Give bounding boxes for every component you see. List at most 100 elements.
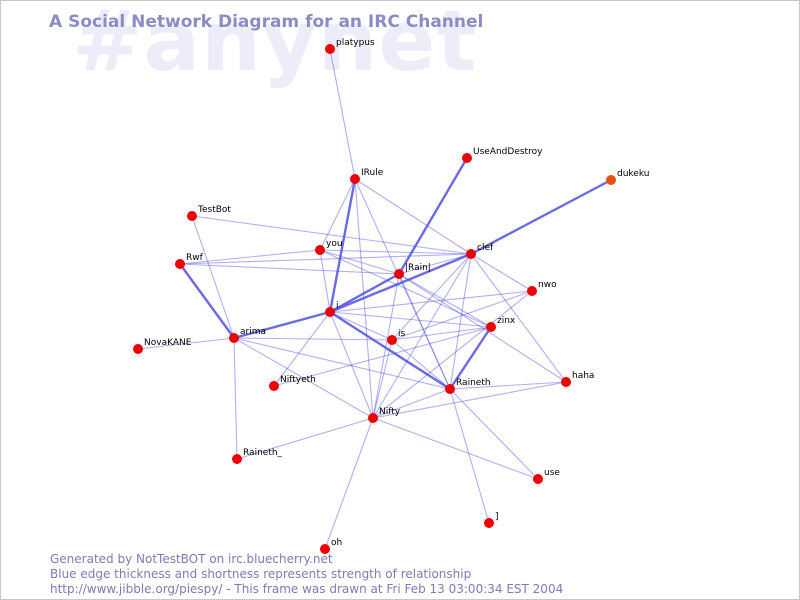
edge-irain-haha xyxy=(398,273,567,383)
node-label-irule: IRule xyxy=(361,168,384,178)
node-label-zinx: zinx xyxy=(497,316,516,326)
node-dot-nifty xyxy=(368,413,378,423)
edge-rwf-arima xyxy=(179,263,235,339)
node-label-testbot: TestBot xyxy=(197,205,231,215)
edge-clef-is xyxy=(391,253,472,341)
edge-raineth-use xyxy=(449,388,539,480)
edge-zinx-raineth xyxy=(448,326,493,390)
node-dot-zinx xyxy=(486,322,496,332)
node-label-bracket: ] xyxy=(495,512,499,522)
edge-i-arima xyxy=(233,310,331,340)
node-label-niftyeth: Niftyeth xyxy=(280,375,316,385)
node-i: i xyxy=(325,301,339,317)
node-dot-irule xyxy=(350,174,360,184)
node-arima: arima xyxy=(229,327,266,343)
edge-rwf-clef xyxy=(179,253,472,265)
node-rwf: Rwf xyxy=(175,253,204,269)
edge-nifty-raineth_ xyxy=(236,417,374,460)
edge-clef-irain xyxy=(398,253,472,275)
edge-clef-nifty xyxy=(372,253,472,419)
node-label-you: you xyxy=(326,239,343,249)
edge-irule-raineth xyxy=(354,178,451,390)
node-dot-irain xyxy=(394,269,404,279)
edge-irule-you xyxy=(319,178,356,251)
node-raineth: Raineth xyxy=(445,378,491,394)
node-dot-useanddestroy xyxy=(462,153,472,163)
node-label-clef: clef xyxy=(477,243,494,253)
edge-i-nifty xyxy=(329,311,374,419)
node-haha: haha xyxy=(561,371,594,387)
edge-clef-i xyxy=(329,252,472,314)
node-bracket: ] xyxy=(484,512,499,528)
edge-is-nifty xyxy=(372,339,393,419)
edge-you-clef xyxy=(319,249,472,255)
node-label-raineth_: Raineth_ xyxy=(243,448,283,458)
footer: Generated by NotTestBOT on irc.bluecherr… xyxy=(50,552,563,597)
edge-haha-clef xyxy=(470,253,567,383)
edge-you-i xyxy=(319,249,331,313)
node-dot-is xyxy=(387,335,397,345)
node-clef: clef xyxy=(466,243,494,259)
edge-irule-clef xyxy=(354,178,472,255)
channel-watermark: #anynet xyxy=(72,0,478,90)
node-dot-arima xyxy=(229,333,239,343)
edge-is-nwo xyxy=(391,290,533,341)
node-dot-i xyxy=(325,307,335,317)
edge-useanddestroy-irain xyxy=(397,157,469,275)
node-label-platypus: platypus xyxy=(336,38,375,48)
node-label-novakane: NovaKANE xyxy=(144,338,192,348)
node-dot-platypus xyxy=(325,44,335,54)
edge-irule-i xyxy=(328,178,357,313)
edge-nifty-use xyxy=(372,417,539,480)
edge-raineth-bracket xyxy=(449,388,490,524)
edge-you-irain xyxy=(319,249,400,275)
edge-testbot-arima xyxy=(191,215,235,339)
node-dot-niftyeth xyxy=(269,381,279,391)
edge-arima-nifty xyxy=(233,337,374,419)
node-dot-oh xyxy=(320,544,330,554)
node-label-is: is xyxy=(398,329,406,339)
node-label-nwo: nwo xyxy=(538,280,557,290)
node-dot-you xyxy=(315,245,325,255)
edge-i-nwo xyxy=(329,290,533,313)
node-oh: oh xyxy=(320,538,342,554)
node-dot-bracket xyxy=(484,518,494,528)
node-dot-haha xyxy=(561,377,571,387)
node-label-i: i xyxy=(336,301,339,311)
edge-arima-raineth xyxy=(233,337,451,390)
node-label-nifty: Nifty xyxy=(379,407,401,417)
footer-timestamp: http://www.jibble.org/piespy/ - This fra… xyxy=(50,582,564,596)
edge-irain-i xyxy=(329,272,400,314)
edge-is-zinx xyxy=(391,326,492,341)
node-label-arima: arima xyxy=(240,327,266,337)
edge-raineth_-arima xyxy=(233,337,238,460)
edge-testbot-clef xyxy=(191,215,472,255)
node-label-useanddestroy: UseAndDestroy xyxy=(473,147,543,157)
node-niftyeth: Niftyeth xyxy=(269,375,316,391)
node-irain: |Rain| xyxy=(394,263,431,279)
edge-irain-raineth xyxy=(398,273,451,390)
footer-generated-by: Generated by NotTestBOT on irc.bluecherr… xyxy=(50,552,333,566)
edge-is-arima xyxy=(233,337,393,341)
node-label-rwf: Rwf xyxy=(186,253,204,263)
node-useanddestroy: UseAndDestroy xyxy=(462,147,543,163)
node-layer: platypusUseAndDestroydukekuIRuleTestBoty… xyxy=(133,38,649,554)
edge-is-raineth xyxy=(391,339,451,390)
node-dot-testbot xyxy=(187,211,197,221)
node-dot-clef xyxy=(466,249,476,259)
node-dot-use xyxy=(533,474,543,484)
node-label-oh: oh xyxy=(331,538,342,548)
edge-niftyeth-zinx xyxy=(273,326,492,387)
node-dot-rwf xyxy=(175,259,185,269)
edge-layer xyxy=(137,48,612,550)
node-you: you xyxy=(315,239,343,255)
edge-rwf-irain xyxy=(179,263,400,275)
node-label-raineth: Raineth xyxy=(456,378,491,388)
edge-platypus-irule xyxy=(329,48,356,180)
node-dot-raineth xyxy=(445,384,455,394)
edge-i-is xyxy=(329,311,393,341)
node-testbot: TestBot xyxy=(187,205,231,221)
edge-i-raineth xyxy=(329,310,451,391)
node-nifty: Nifty xyxy=(368,407,401,423)
